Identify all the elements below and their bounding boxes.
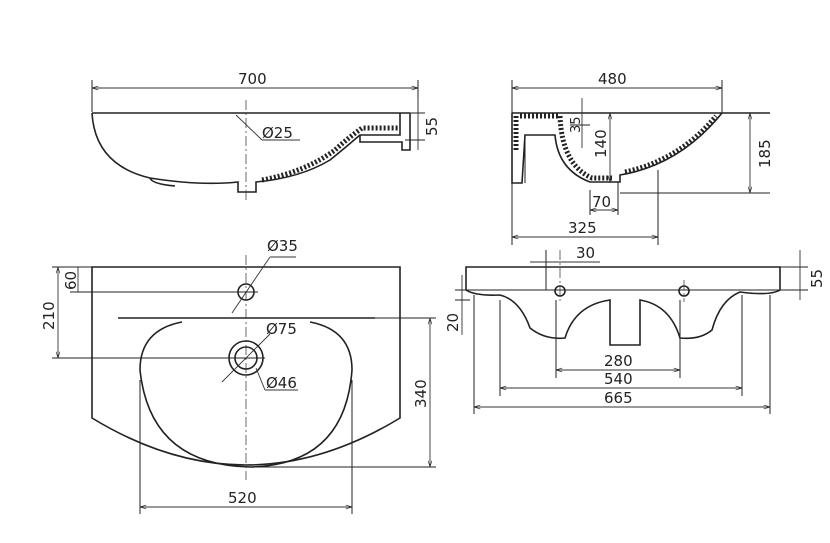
side-view: 700 Ø25 55 bbox=[91, 70, 441, 200]
dim-edge: 20 bbox=[444, 313, 462, 332]
dim-drain: 70 bbox=[592, 193, 611, 211]
dim-overall: 665 bbox=[604, 389, 633, 407]
dim-drain-inner: Ø46 bbox=[266, 374, 297, 392]
dim-mid: 540 bbox=[604, 370, 633, 388]
dim-bowl-depth: 140 bbox=[592, 129, 610, 158]
dim-rim: 35 bbox=[569, 116, 584, 133]
dim-depth: 480 bbox=[598, 70, 627, 88]
dim-hole-offset: 30 bbox=[576, 244, 595, 262]
dim-drain-offset: 325 bbox=[568, 219, 597, 237]
dim-width: 700 bbox=[238, 70, 267, 88]
dim-inner: 280 bbox=[604, 352, 633, 370]
plan-view: Ø35 Ø75 Ø46 210 60 340 520 bbox=[40, 237, 436, 514]
section-view: 480 70 325 35 140 185 bbox=[511, 70, 774, 245]
front-view: 30 55 20 280 540 665 bbox=[444, 244, 826, 414]
dim-flange: 55 bbox=[423, 117, 441, 136]
dim-drain-offset-plan: 210 bbox=[40, 301, 58, 330]
dim-bowl-depth-plan: 340 bbox=[412, 379, 430, 408]
dim-drain-outer: Ø75 bbox=[266, 320, 297, 338]
dim-tap-hole-plan: Ø35 bbox=[267, 237, 298, 255]
dim-height: 185 bbox=[756, 139, 774, 168]
dim-tap-offset: 60 bbox=[62, 271, 80, 290]
dim-rim-height: 55 bbox=[808, 269, 826, 288]
dim-tap-hole: Ø25 bbox=[262, 124, 293, 142]
dim-bowl-width: 520 bbox=[228, 489, 257, 507]
